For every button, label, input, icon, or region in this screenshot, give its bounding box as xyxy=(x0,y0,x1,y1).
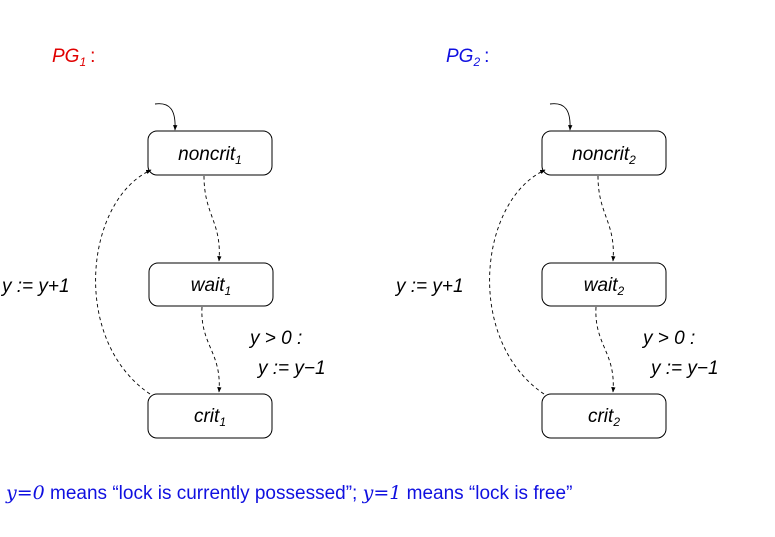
pg1-node-crit: crit1 xyxy=(147,393,273,439)
pg2-acquire-guard-label: y > 0 : xyxy=(641,328,695,349)
legend-y1-math: y=1 xyxy=(362,482,402,504)
pg1-node-wait: wait1 xyxy=(148,262,274,307)
pg2-acquire-effect-label: y := y−1 xyxy=(649,358,719,379)
pg1-title-sub: 1 xyxy=(79,55,86,69)
pg2-title-base: PG xyxy=(446,46,473,67)
pg1-edge-noncrit-to-wait xyxy=(203,175,222,262)
pg2-node-wait: wait2 xyxy=(541,262,667,307)
pg2-node-crit: crit2 xyxy=(541,393,667,439)
pg1-initial-arrow xyxy=(154,103,178,131)
pg1-node-noncrit: noncrit1 xyxy=(147,130,273,176)
pg2-title: PG2: xyxy=(446,46,489,69)
pg1-node-wait-label: wait1 xyxy=(191,275,231,298)
pg2-node-noncrit-label: noncrit2 xyxy=(572,144,636,167)
pg2-node-noncrit: noncrit2 xyxy=(541,130,667,176)
pg1-edge-crit-to-noncrit xyxy=(95,169,152,395)
pg2-edge-wait-to-crit xyxy=(595,306,616,393)
pg1-acquire-guard-label: y > 0 : xyxy=(248,328,302,349)
pg2-title-suffix: : xyxy=(484,46,489,67)
legend-y1-text: means “lock is free” xyxy=(401,483,573,504)
pg1-title-base: PG xyxy=(52,46,79,67)
pg1-acquire-effect-label: y := y−1 xyxy=(256,358,326,379)
legend-y0-text: means “lock is currently possessed”; xyxy=(44,483,363,504)
legend-y0-math: y=0 xyxy=(6,482,45,504)
pg2-initial-arrow xyxy=(549,103,573,131)
pg1-title: PG1: xyxy=(52,46,95,69)
pg1-title-suffix: : xyxy=(90,46,95,67)
pg1-node-crit-label: crit1 xyxy=(194,406,226,429)
pg1-release-label: y := y+1 xyxy=(0,276,70,297)
pg2-node-crit-label: crit2 xyxy=(588,406,620,429)
pg2-edge-noncrit-to-wait xyxy=(597,175,616,262)
semaphore-legend: y=0 means “lock is currently possessed”;… xyxy=(6,482,572,505)
pg1-edge-wait-to-crit xyxy=(201,306,222,393)
pg1-node-noncrit-label: noncrit1 xyxy=(178,144,242,167)
pg2-release-label: y := y+1 xyxy=(394,276,464,297)
program-graph-1: PG1: noncrit1 wait1 crit1 y := y+1 y > 0… xyxy=(0,46,326,439)
pg2-edge-crit-to-noncrit xyxy=(489,169,546,395)
pg2-node-wait-label: wait2 xyxy=(584,275,625,298)
program-graph-2: PG2: noncrit2 wait2 crit2 y := y+1 y > 0… xyxy=(394,46,719,439)
pg2-title-sub: 2 xyxy=(472,55,480,69)
